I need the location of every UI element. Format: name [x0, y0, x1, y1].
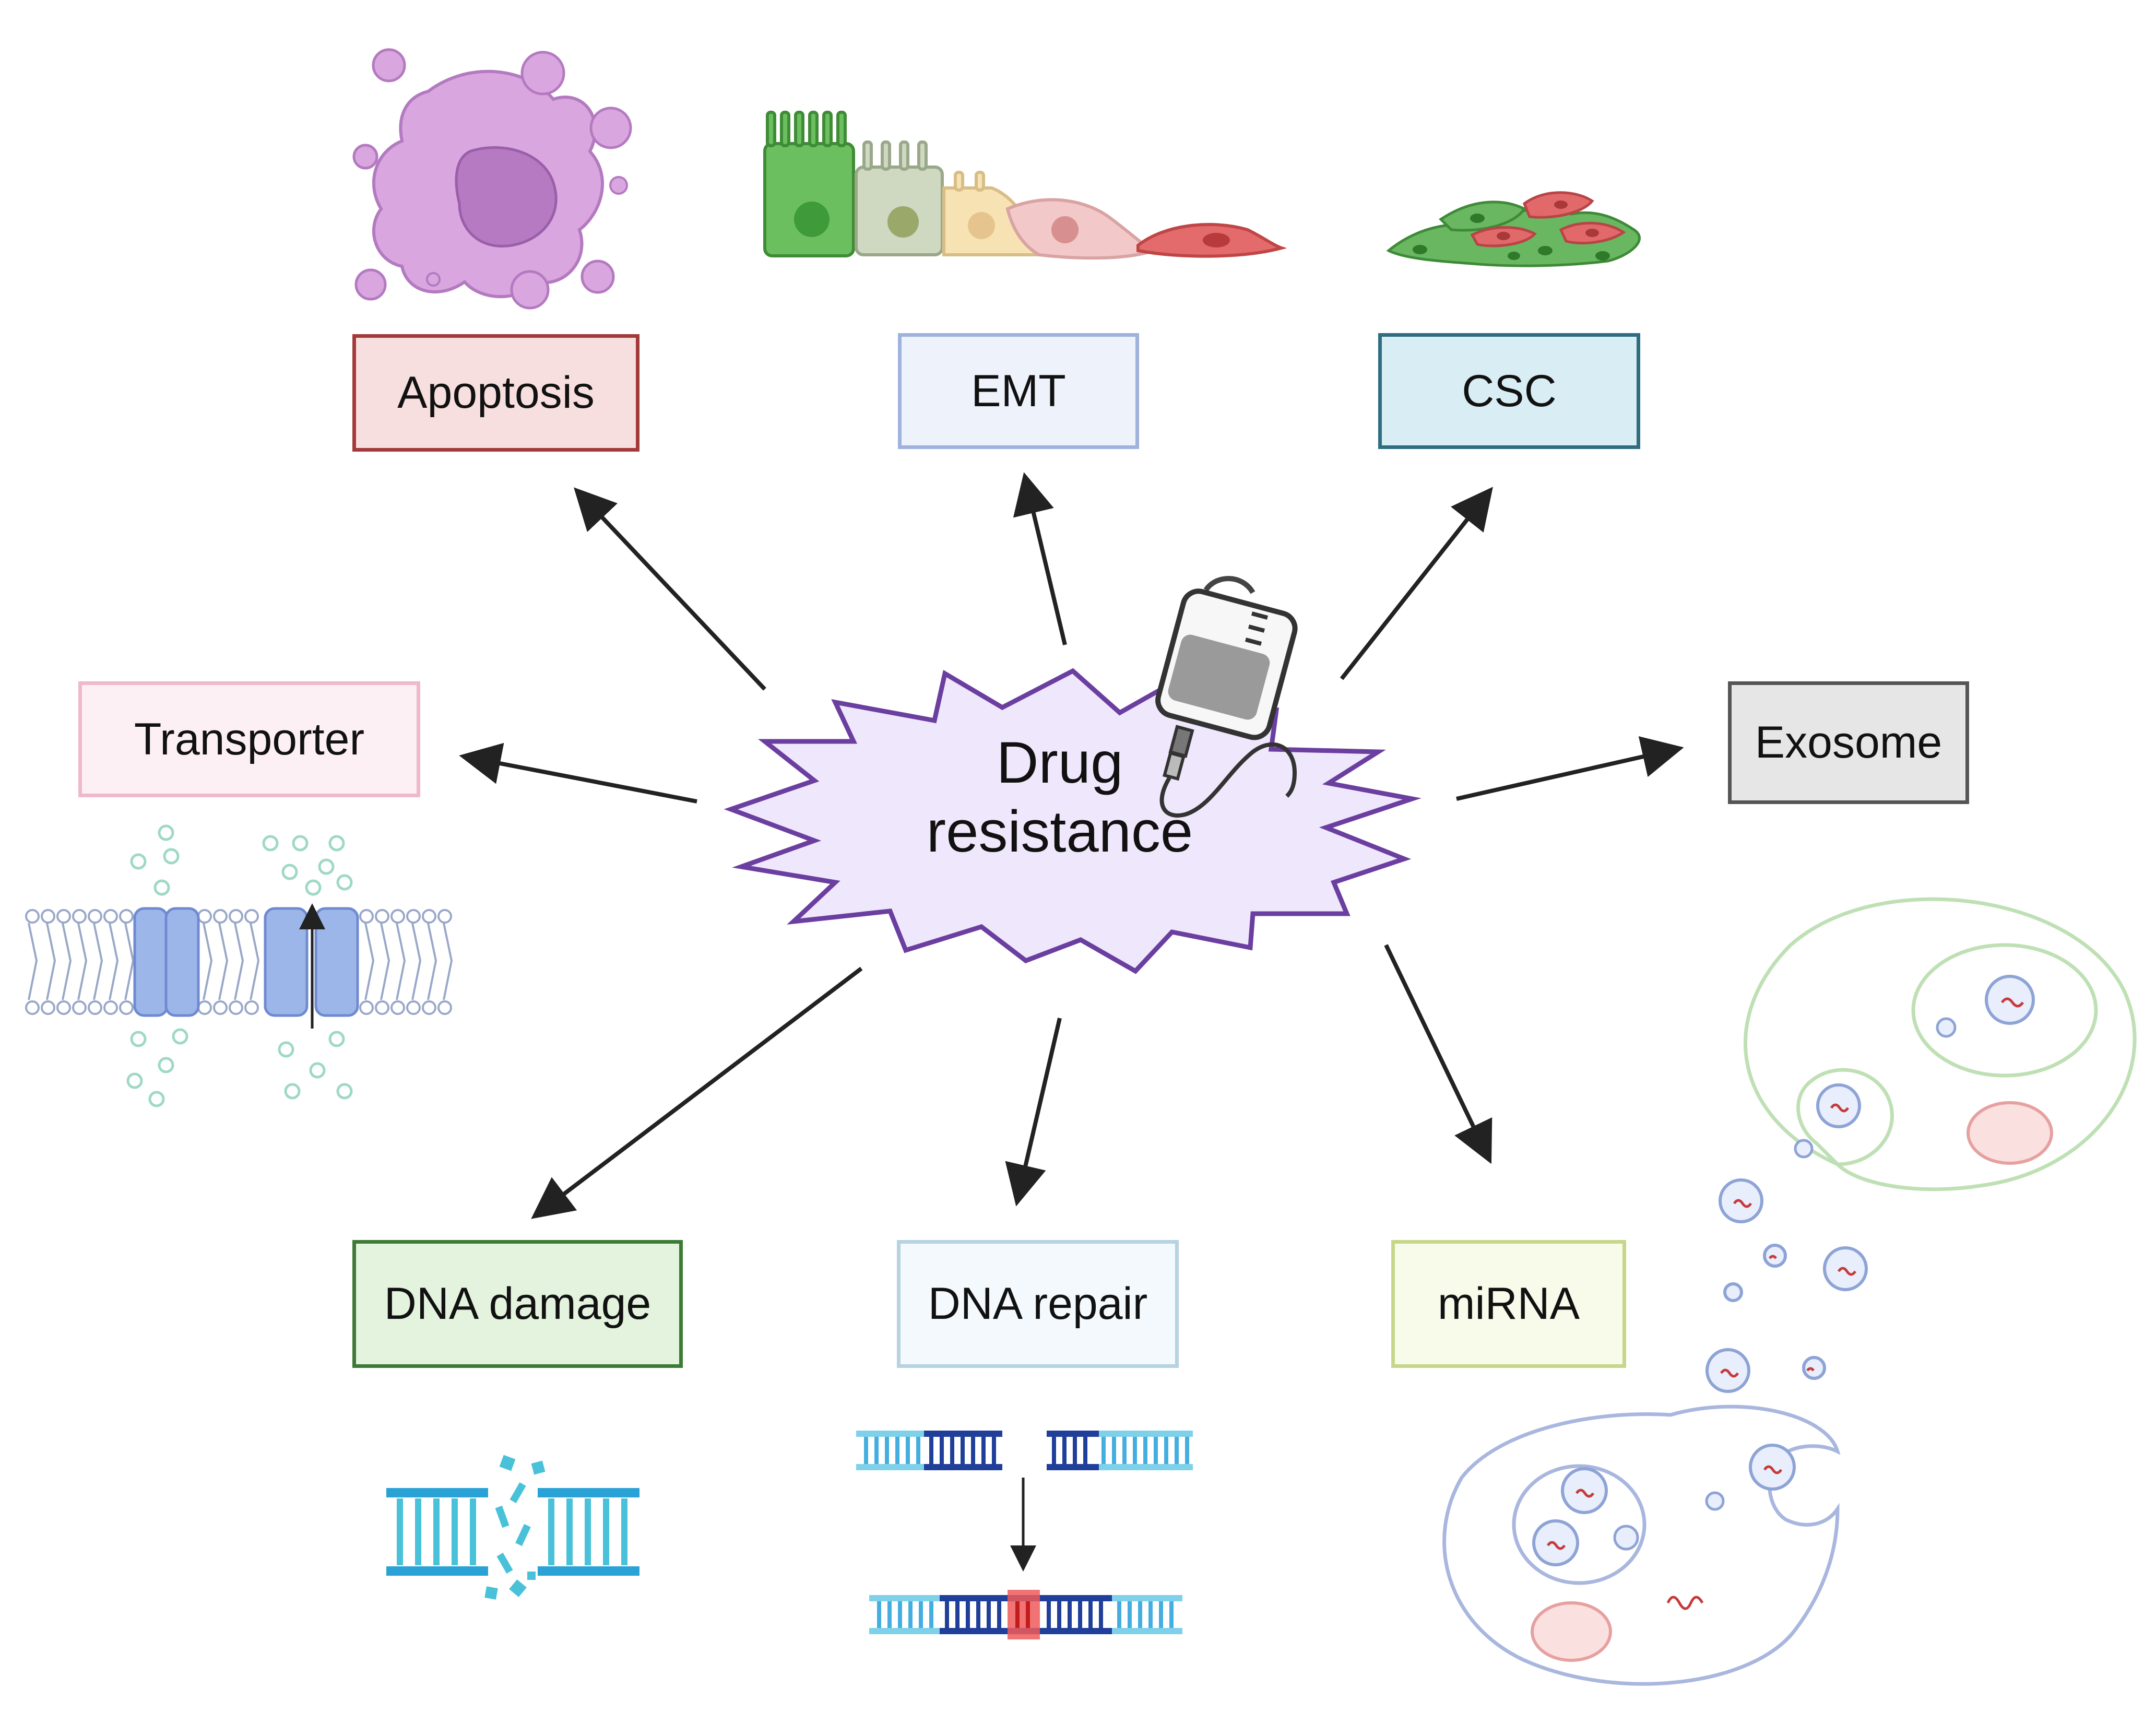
transporter-box: Transporter [78, 681, 420, 797]
dna-repair-box: DNA repair [897, 1240, 1179, 1368]
broken-dna-icon [386, 1455, 639, 1600]
dna-damage-box: DNA damage [352, 1240, 683, 1368]
iv-drug-bag-icon [1155, 576, 1298, 818]
exosome-vesicle-icon [1442, 897, 2137, 1686]
arrows [459, 472, 1684, 1219]
drug-resistance-label: Drug resistance [856, 728, 1263, 866]
membrane-transporter-icon [25, 824, 453, 1107]
emt-cells-icon [763, 111, 1287, 260]
stem-cell-cluster-icon [1386, 191, 1641, 267]
center-line-2: resistance [926, 799, 1193, 864]
emt-box: EMT [898, 333, 1139, 449]
dna-repair-icon [856, 1431, 1193, 1639]
mirna-box: miRNA [1391, 1240, 1626, 1368]
center-line-1: Drug [996, 730, 1123, 795]
exosome-box: Exosome [1728, 681, 1969, 804]
apoptosis-box: Apoptosis [352, 334, 639, 452]
apoptotic-cell-icon [352, 48, 632, 310]
csc-box: CSC [1378, 333, 1640, 449]
